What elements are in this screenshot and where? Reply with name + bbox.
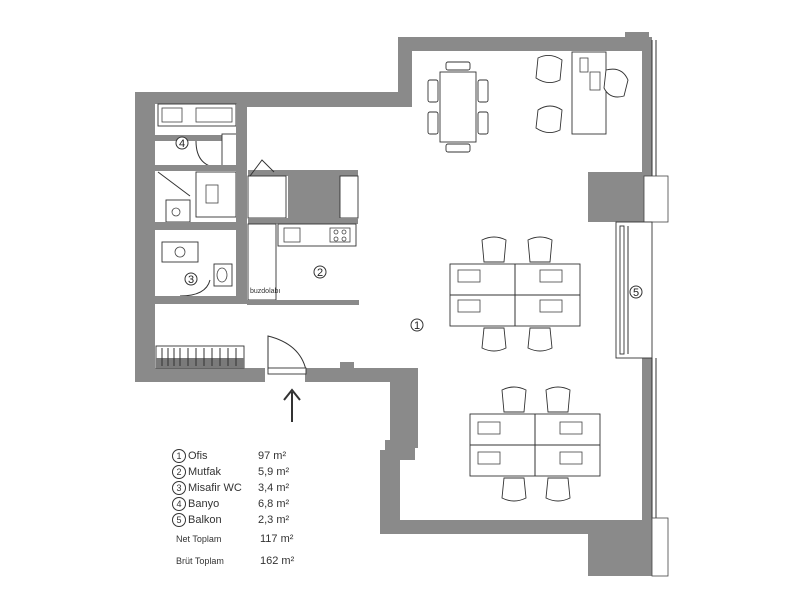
- net-total-label: Net Toplam: [176, 534, 222, 544]
- entrance: [155, 335, 354, 422]
- chair-icon: [481, 236, 507, 263]
- legend-name: Ofis: [188, 450, 208, 462]
- chair-icon: [535, 105, 563, 133]
- legend-area: 6,8 m²: [258, 498, 290, 510]
- legend-name: Misafir WC: [188, 482, 242, 494]
- room-number-bathroom: 4: [179, 138, 185, 150]
- meeting-table: [427, 61, 489, 153]
- room-number-guest-wc: 3: [188, 274, 194, 286]
- gross-total-area: 162 m²: [260, 555, 295, 567]
- room-number-kitchen: 2: [317, 267, 323, 279]
- outer-walls: [135, 32, 652, 576]
- chair-icon: [445, 143, 471, 153]
- chair-icon: [527, 236, 553, 263]
- legend-row-office: 1 Ofis 97 m²: [172, 448, 312, 464]
- door-swing-icon: [267, 335, 307, 371]
- legend-row-bathroom: 4 Banyo 6,8 m²: [172, 496, 312, 512]
- legend-number: 2: [172, 465, 186, 479]
- chair-icon: [603, 68, 629, 98]
- legend-row-balcony: 5 Balkon 2,3 m²: [172, 512, 312, 528]
- bathroom: 4: [155, 103, 247, 230]
- workstation-cluster-1: [449, 236, 581, 352]
- chair-icon: [427, 79, 439, 103]
- legend-name: Balkon: [188, 514, 222, 526]
- area-legend: 1 Ofis 97 m² 2 Mutfak 5,9 m² 3 Misafir W…: [172, 448, 312, 572]
- legend-number: 5: [172, 513, 186, 527]
- entrance-arrow-icon: [283, 388, 301, 422]
- gross-total-label: Brüt Toplam: [176, 556, 224, 566]
- wardrobe-hangers: [161, 348, 237, 366]
- legend-area: 97 m²: [258, 450, 287, 462]
- window-lines: [643, 40, 669, 577]
- legend-number: 4: [172, 497, 186, 511]
- legend-number: 3: [172, 481, 186, 495]
- chair-icon: [535, 55, 563, 83]
- door-swing-icon: [195, 140, 223, 169]
- chair-icon: [501, 386, 527, 413]
- room-number-office: 1: [414, 320, 420, 332]
- legend-area: 3,4 m²: [258, 482, 290, 494]
- legend-row-guest-wc: 3 Misafir WC 3,4 m²: [172, 480, 312, 496]
- fridge-label: buzdolabı: [250, 288, 280, 295]
- chair-icon: [545, 386, 571, 413]
- chair-icon: [445, 61, 471, 71]
- legend-row-kitchen: 2 Mutfak 5,9 m²: [172, 464, 312, 480]
- legend-number: 1: [172, 449, 186, 463]
- chair-icon: [527, 327, 553, 352]
- kitchen: buzdolabı 2: [247, 159, 359, 305]
- workstation-cluster-2: [469, 386, 601, 502]
- executive-desk: [535, 51, 629, 135]
- chair-icon: [481, 327, 507, 352]
- net-total-area: 117 m²: [260, 533, 294, 545]
- legend-name: Banyo: [188, 498, 220, 510]
- chair-icon: [545, 477, 571, 502]
- legend-net-total: Net Toplam 117 m²: [172, 528, 312, 550]
- guest-wc: 3: [155, 230, 247, 304]
- chair-icon: [477, 111, 489, 135]
- desk-icon: [571, 51, 607, 135]
- balcony: 5: [615, 221, 653, 359]
- legend-name: Mutfak: [188, 466, 222, 478]
- chair-icon: [427, 111, 439, 135]
- stove-icon: [329, 227, 351, 243]
- legend-gross-total: Brüt Toplam 162 m²: [172, 550, 312, 572]
- room-number-balcony: 5: [633, 287, 639, 299]
- legend-area: 5,9 m²: [258, 466, 290, 478]
- sink-icon: [283, 227, 301, 243]
- legend-area: 2,3 m²: [258, 514, 290, 526]
- chair-icon: [501, 477, 527, 502]
- chair-icon: [477, 79, 489, 103]
